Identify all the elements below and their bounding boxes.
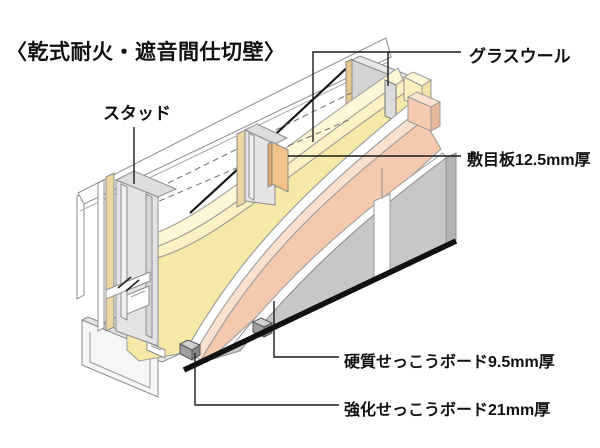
label-glass-wool: グラスウール xyxy=(469,47,571,66)
label-hard-gypsum-board: 硬質せっこうボード9.5mm厚 xyxy=(344,354,555,371)
wall-base-line xyxy=(182,238,458,373)
glass-wool-leader xyxy=(312,51,461,142)
reinforced-board-leader xyxy=(194,353,339,406)
label-reinforced-gypsum-board: 強化せっこうボード21mm厚 xyxy=(344,402,551,419)
label-stud: スタッド xyxy=(103,104,171,123)
leader-lines xyxy=(133,51,461,406)
bridging-channel xyxy=(105,271,166,359)
diagram-title: 〈乾式耐火・遮音間仕切壁〉 xyxy=(6,41,286,64)
board-joint-strip xyxy=(384,79,397,122)
label-batten-board: 敷目板12.5mm厚 xyxy=(467,152,591,169)
hard-board-leader xyxy=(273,301,339,358)
batten-board-strip xyxy=(267,141,289,193)
reinforced-board-bottom-cut xyxy=(178,339,202,361)
hard-board-end-cut xyxy=(406,91,442,132)
outer-panel xyxy=(205,152,457,362)
